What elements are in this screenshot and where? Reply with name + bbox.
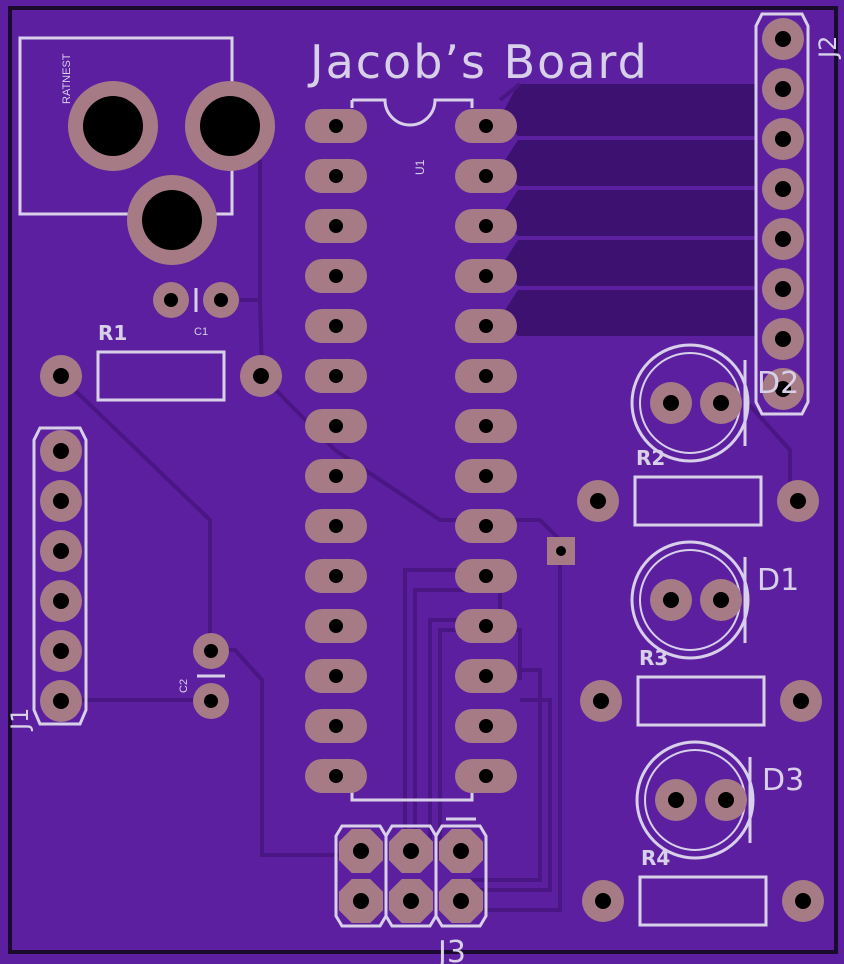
u1-pin-right-3-drill xyxy=(479,219,493,233)
j2-pin-4-drill xyxy=(775,181,791,197)
header-j1: J1 xyxy=(6,426,88,732)
u1-pin-left-10-drill xyxy=(329,569,343,583)
header-j3: J3 xyxy=(334,817,488,964)
ic-u1: U1 xyxy=(305,98,517,802)
j2-pin-5-drill xyxy=(775,231,791,247)
j1-label: J1 xyxy=(6,708,34,732)
resistor-r4: R4 xyxy=(582,846,824,927)
j3-pin-bottom-1-drill xyxy=(353,893,369,909)
board-title: Jacob’s Board xyxy=(307,35,649,89)
u1-pin-right-2-drill xyxy=(479,169,493,183)
d3-label: D3 xyxy=(762,763,804,798)
j2-pin-3-drill xyxy=(775,131,791,147)
c1-label: C1 xyxy=(194,326,208,338)
r3-label: R3 xyxy=(639,646,668,670)
j2-pin-6-drill xyxy=(775,281,791,297)
r4-label: R4 xyxy=(641,846,670,870)
resistor-r1: R1 xyxy=(40,321,282,402)
u1-pin-right-13-drill xyxy=(479,719,493,733)
r1-label: R1 xyxy=(98,321,127,345)
u1-pins xyxy=(305,109,517,793)
u1-pin-left-5-drill xyxy=(329,319,343,333)
u1-pin-left-12-drill xyxy=(329,669,343,683)
u1-pin-left-8-drill xyxy=(329,469,343,483)
led-d3: D3 xyxy=(635,740,804,860)
u1-pin-left-11-drill xyxy=(329,619,343,633)
u1-pin-right-9-drill xyxy=(479,519,493,533)
d2-label: D2 xyxy=(757,366,799,401)
u1-pin-right-6-drill xyxy=(479,369,493,383)
j2-pin-7-drill xyxy=(775,331,791,347)
u1-pin-right-7-drill xyxy=(479,419,493,433)
capacitor-c2: C2 xyxy=(178,633,229,719)
u1-pin-left-4-drill xyxy=(329,269,343,283)
u1-label: U1 xyxy=(413,159,427,175)
u1-pin-left-1-drill xyxy=(329,119,343,133)
c2-label: C2 xyxy=(178,679,190,693)
board-outline xyxy=(8,6,838,954)
u1-pin-right-1-drill xyxy=(479,119,493,133)
d1-label: D1 xyxy=(757,563,799,598)
j3-pin-top-1-drill xyxy=(353,843,369,859)
resistor-r2: R2 xyxy=(577,446,819,527)
u1-pin-left-6-drill xyxy=(329,369,343,383)
u1-pin-right-11-drill xyxy=(479,619,493,633)
u1-pin-right-4-drill xyxy=(479,269,493,283)
capacitor-c1: C1 xyxy=(153,282,239,338)
j2-pin-1-drill xyxy=(775,31,791,47)
j3-label: J3 xyxy=(436,935,466,964)
u1-pin-left-2-drill xyxy=(329,169,343,183)
u1-pin-left-3-drill xyxy=(329,219,343,233)
j3-pin-bottom-2-drill xyxy=(403,893,419,909)
u1-pin-right-5-drill xyxy=(479,319,493,333)
j3-pins xyxy=(339,829,483,923)
j2-pin-8-drill xyxy=(775,381,791,397)
power-jack xyxy=(68,81,275,265)
via xyxy=(547,537,575,565)
u1-pin-right-8-drill xyxy=(479,469,493,483)
j2-label: J2 xyxy=(814,36,842,60)
j2-pin-2-drill xyxy=(775,81,791,97)
header-j2: J2 xyxy=(754,12,842,416)
j3-pin-top-2-drill xyxy=(403,843,419,859)
r2-label: R2 xyxy=(636,446,665,470)
copper-pour-blocks xyxy=(500,84,756,336)
j2-pins xyxy=(762,18,804,410)
u1-pin-left-9-drill xyxy=(329,519,343,533)
u1-pin-right-12-drill xyxy=(479,669,493,683)
u1-pin-left-7-drill xyxy=(329,419,343,433)
j3-pin-top-3-drill xyxy=(453,843,469,859)
u1-pin-right-14-drill xyxy=(479,769,493,783)
u1-pin-right-10-drill xyxy=(479,569,493,583)
led-d2: D2 xyxy=(630,343,799,463)
j3-pin-bottom-3-drill xyxy=(453,893,469,909)
ratnest-label: RATNEST xyxy=(61,53,73,104)
u1-pin-left-13-drill xyxy=(329,719,343,733)
led-d1: D1 xyxy=(630,540,799,660)
u1-pin-left-14-drill xyxy=(329,769,343,783)
resistor-r3: R3 xyxy=(580,646,822,727)
